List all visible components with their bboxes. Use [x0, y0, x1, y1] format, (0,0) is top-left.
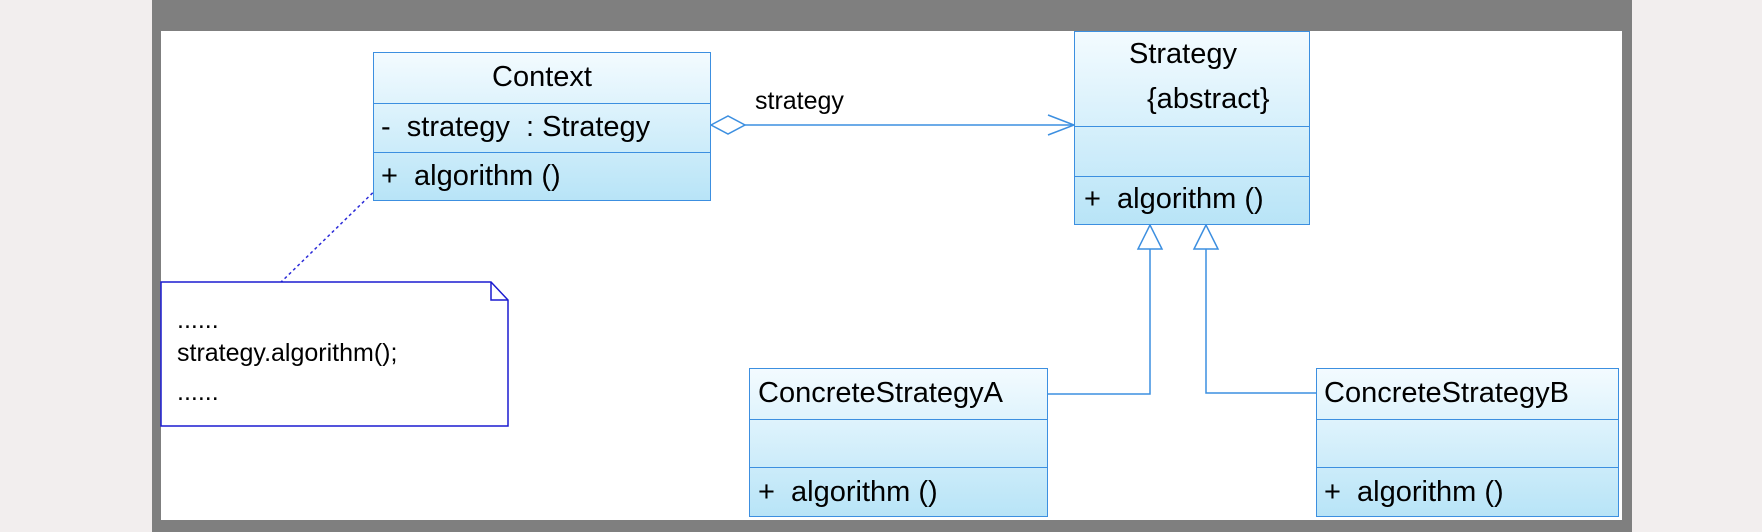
concrete-b-name-compartment: ConcreteStrategyB [1317, 369, 1618, 419]
class-context[interactable]: Context - strategy : Strategy + algorith… [373, 52, 711, 201]
note-line-3: ...... [177, 378, 219, 406]
concrete-a-operation: + algorithm () [758, 476, 938, 508]
strategy-class-name: Strategy [1129, 38, 1237, 70]
concrete-b-operation: + algorithm () [1324, 476, 1504, 508]
context-class-name: Context [492, 61, 592, 93]
note-shape [160, 281, 509, 427]
class-concrete-strategy-b[interactable]: ConcreteStrategyB + algorithm () [1316, 368, 1619, 517]
note-line-1: ...... [177, 306, 219, 334]
concrete-b-class-name: ConcreteStrategyB [1324, 377, 1570, 409]
context-name-compartment: Context [374, 53, 710, 103]
association-context-strategy [709, 114, 1077, 136]
strategy-operation-compartment: + algorithm () [1075, 176, 1309, 225]
association-label: strategy [755, 87, 844, 115]
context-operation: + algorithm () [381, 160, 561, 192]
class-concrete-strategy-a[interactable]: ConcreteStrategyA + algorithm () [749, 368, 1048, 517]
strategy-operation: + algorithm () [1084, 183, 1264, 215]
strategy-stereotype: {abstract} [1147, 83, 1270, 115]
context-attribute-compartment: - strategy : Strategy [374, 103, 710, 152]
concrete-b-operation-compartment: + algorithm () [1317, 467, 1618, 517]
generalization-a-strategy [1048, 223, 1164, 395]
generalization-b-strategy [1192, 223, 1316, 394]
concrete-a-operation-compartment: + algorithm () [750, 467, 1047, 517]
concrete-a-class-name: ConcreteStrategyA [758, 377, 1004, 409]
class-strategy[interactable]: Strategy {abstract} + algorithm () [1074, 31, 1310, 225]
context-operation-compartment: + algorithm () [374, 152, 710, 201]
note-anchor-line [275, 175, 391, 288]
note-line-2: strategy.algorithm(); [177, 339, 398, 367]
concrete-a-name-compartment: ConcreteStrategyA [750, 369, 1047, 419]
strategy-name-compartment: Strategy {abstract} [1075, 32, 1309, 126]
strategy-attribute-compartment [1075, 126, 1309, 176]
context-attribute: - strategy : Strategy [381, 111, 651, 143]
concrete-a-attribute-compartment [750, 419, 1047, 467]
concrete-b-attribute-compartment [1317, 419, 1618, 467]
